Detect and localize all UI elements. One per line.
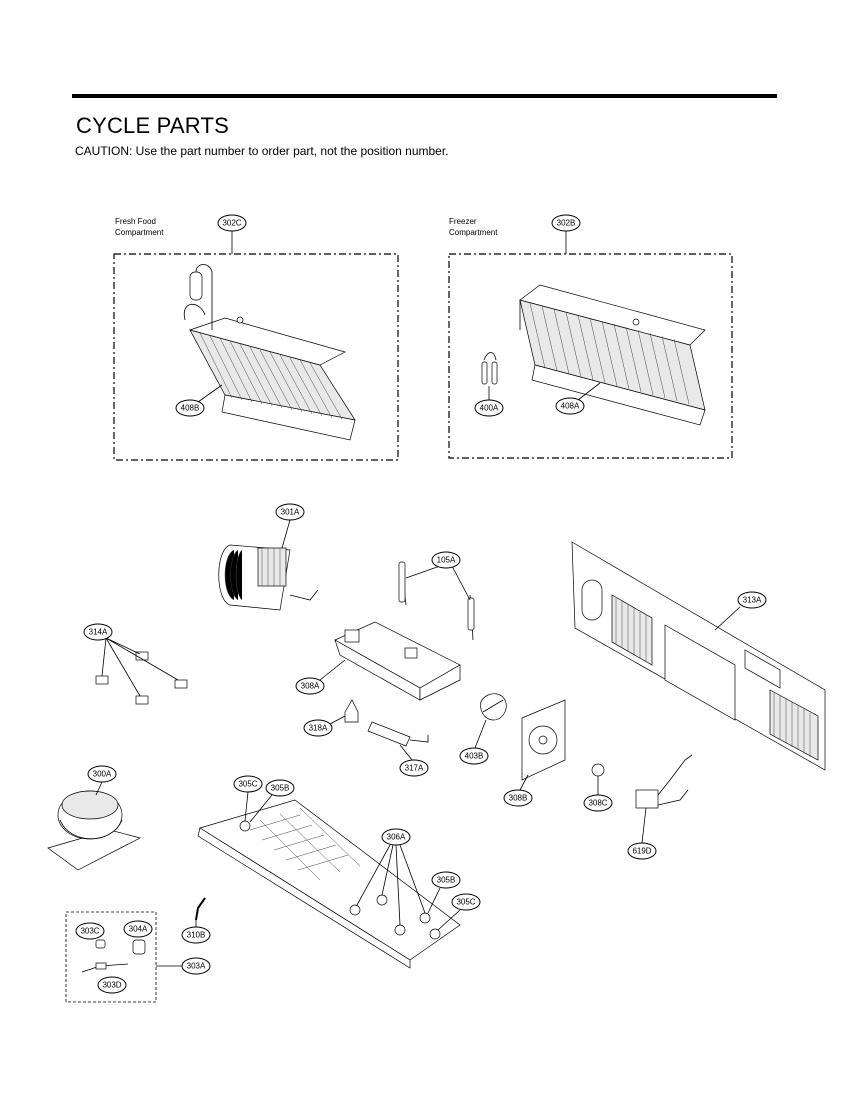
callout-308B: 308B <box>503 774 533 807</box>
svg-text:304A: 304A <box>129 925 148 934</box>
header-rule <box>72 94 777 98</box>
svg-text:303C: 303C <box>80 927 99 936</box>
freezer-box <box>448 253 733 459</box>
callout-305C-upper: 305C <box>233 775 263 822</box>
callout-314A: 314A <box>83 623 179 697</box>
callout-308A: 308A <box>295 659 346 695</box>
svg-text:403B: 403B <box>465 752 484 761</box>
relay-303c-drawing <box>95 939 106 949</box>
overload-304a-drawing <box>132 939 146 955</box>
callout-408A: 408A <box>555 382 601 415</box>
fan-403b-drawing <box>480 693 507 721</box>
callout-304A: 304A <box>123 920 153 938</box>
base-plate-drawing <box>197 799 461 969</box>
callout-305C-lower: 305C <box>437 893 481 931</box>
heater-317a-drawing <box>367 721 429 747</box>
drier-105a-drawing <box>398 561 475 641</box>
svg-text:303A: 303A <box>187 962 206 971</box>
svg-text:313A: 313A <box>743 596 762 605</box>
freezer-label-line2: Compartment <box>449 228 498 237</box>
callout-400A: 400A <box>474 386 504 417</box>
condenser-301a-drawing <box>218 544 319 611</box>
svg-text:308C: 308C <box>588 799 607 808</box>
bracket-318a-drawing <box>344 699 359 723</box>
tube-310b-drawing <box>195 897 206 921</box>
callout-303C: 303C <box>75 922 105 940</box>
callout-303A: 303A <box>156 957 211 975</box>
callout-318A: 318A <box>303 715 346 737</box>
shroud-308b-drawing <box>521 699 566 781</box>
callout-105A: 105A <box>405 551 471 601</box>
callout-408B: 408B <box>175 384 223 417</box>
clips-314a-drawing <box>95 651 188 705</box>
svg-text:302B: 302B <box>557 219 576 228</box>
callout-305B-lower: 305B <box>427 871 461 914</box>
callout-301A: 301A <box>275 503 305 549</box>
freezer-label-line1: Freezer <box>449 217 477 226</box>
callout-403B: 403B <box>459 719 489 765</box>
caution-note: CAUTION: Use the part number to order pa… <box>75 144 449 158</box>
svg-text:317A: 317A <box>405 764 424 773</box>
compressor-300a-drawing <box>47 790 141 871</box>
svg-text:408A: 408A <box>561 402 580 411</box>
evaporator-408b-drawing <box>183 264 356 441</box>
fresh-food-label-line2: Compartment <box>115 228 164 237</box>
callout-306A: 306A <box>356 828 426 926</box>
svg-text:310B: 310B <box>187 931 206 940</box>
callout-317A: 317A <box>399 744 429 777</box>
relay-kit-group: 303C 304A 303D 303A <box>65 911 211 1003</box>
svg-text:105A: 105A <box>437 556 456 565</box>
svg-text:300A: 300A <box>93 770 112 779</box>
defrost-clips-400a-drawing <box>481 352 498 385</box>
sensor-308c-drawing <box>591 763 605 777</box>
evaporator-408a-drawing <box>519 284 706 426</box>
svg-text:305C: 305C <box>238 780 257 789</box>
svg-text:400A: 400A <box>480 404 499 413</box>
page-title: CYCLE PARTS <box>76 113 229 138</box>
freezer-group: Freezer Compartment <box>448 214 733 459</box>
svg-text:308A: 308A <box>301 682 320 691</box>
fresh-food-box <box>113 253 399 461</box>
callout-305B-upper: 305B <box>249 779 295 823</box>
svg-text:306A: 306A <box>387 833 406 842</box>
svg-text:314A: 314A <box>89 628 108 637</box>
svg-text:305B: 305B <box>437 876 456 885</box>
callout-303D: 303D <box>97 976 127 994</box>
callout-302C: 302C <box>217 214 247 254</box>
fresh-food-group: Fresh Food Compartment 302C <box>113 214 399 461</box>
cover-308a-drawing <box>334 621 461 701</box>
machine-cover-313a-drawing <box>571 541 826 771</box>
svg-text:318A: 318A <box>309 724 328 733</box>
svg-text:305B: 305B <box>271 784 290 793</box>
callout-300A: 300A <box>87 765 117 796</box>
cover-303d-drawing <box>81 962 129 973</box>
svg-text:303D: 303D <box>102 981 121 990</box>
fresh-food-label-line1: Fresh Food <box>115 217 156 226</box>
svg-text:308B: 308B <box>509 794 528 803</box>
callout-619D: 619D <box>627 807 657 860</box>
callout-313A: 313A <box>714 591 767 631</box>
relay-kit-box <box>65 911 157 1003</box>
svg-text:302C: 302C <box>222 219 241 228</box>
callout-310B: 310B <box>181 920 211 944</box>
callout-308C: 308C <box>583 776 613 812</box>
valve-619d-drawing <box>635 754 693 809</box>
svg-text:408B: 408B <box>181 404 200 413</box>
svg-text:301A: 301A <box>281 508 300 517</box>
svg-text:305C: 305C <box>456 898 475 907</box>
callout-302B: 302B <box>551 214 581 254</box>
svg-text:619D: 619D <box>632 847 651 856</box>
